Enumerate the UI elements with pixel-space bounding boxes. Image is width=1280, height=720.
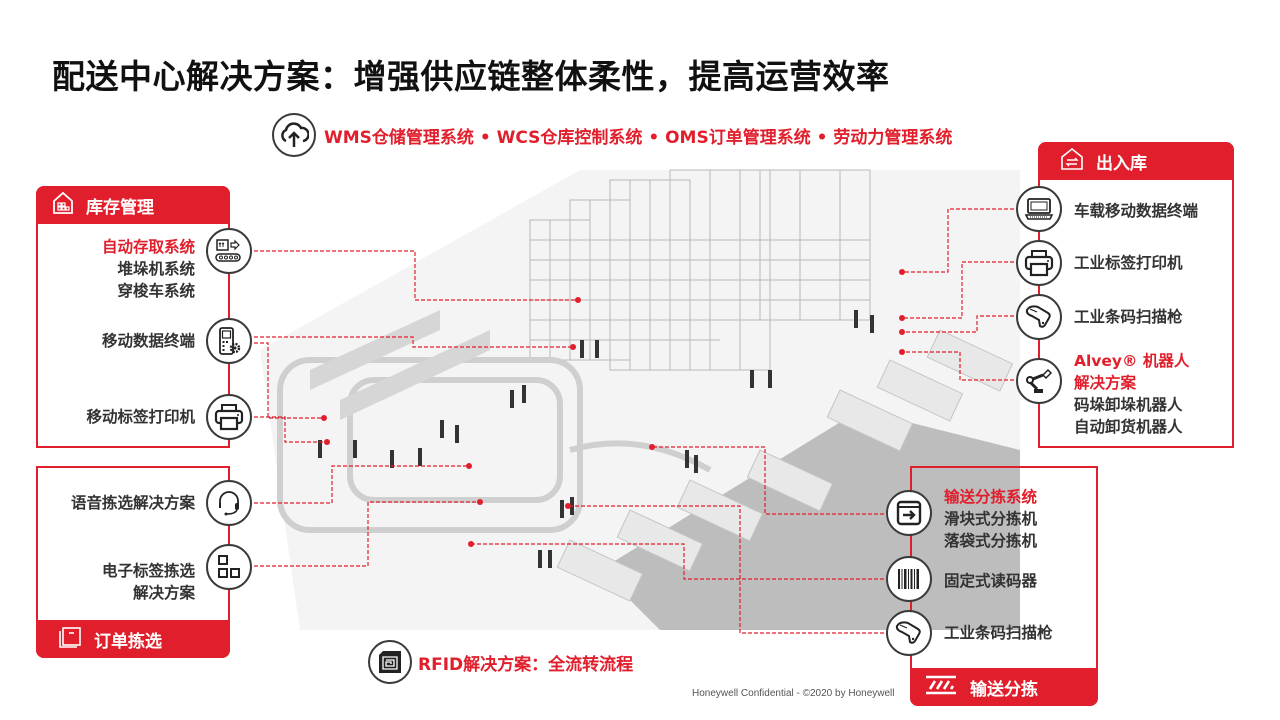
conveyor-scanner-icon[interactable] xyxy=(886,610,932,656)
voice-picking-item-text: 语音拣选解决方案 xyxy=(70,494,195,512)
order-picking-footer: 订单拣选 xyxy=(36,620,230,658)
rfid-text: RFID解决方案：全流转流程 xyxy=(418,654,634,675)
industrial-printer-item-text: 工业标签打印机 xyxy=(1074,254,1183,272)
page-title: 配送中心解决方案：增强供应链整体柔性，提高运营效率 xyxy=(52,57,890,96)
order-picking-title: 订单拣选 xyxy=(94,631,162,652)
warehouse-icon xyxy=(52,191,74,220)
mobile-label-printer-item-text: 移动标签打印机 xyxy=(86,408,195,426)
sortation-system-item-text: 输送分拣系统 滑块式分拣机 落袋式分拣机 xyxy=(944,488,1038,550)
confidential-notice: Honeywell Confidential - ©2020 by Honeyw… xyxy=(692,688,895,699)
rfid-tag-icon xyxy=(368,640,412,684)
asrs-conveyor-icon[interactable] xyxy=(206,228,252,274)
conveyor-scanner-item-text: 工业条码扫描枪 xyxy=(944,624,1053,642)
systems-banner: WMS仓储管理系统 • WCS仓库控制系统 • OMS订单管理系统 • 劳动力管… xyxy=(272,113,953,157)
barcode-scanner-icon[interactable] xyxy=(1016,294,1062,340)
robot-arm-icon[interactable] xyxy=(1016,358,1062,404)
industrial-printer-icon[interactable] xyxy=(1016,240,1062,286)
inventory-management-header: 库存管理 xyxy=(36,186,230,224)
conveyor-sortation-footer: 输送分拣 xyxy=(910,668,1098,706)
vehicle-terminal-item-text: 车载移动数据终端 xyxy=(1074,202,1199,220)
headset-icon[interactable] xyxy=(206,480,252,526)
sorter-arrow-icon[interactable] xyxy=(886,490,932,536)
conveyor-sortation-title: 输送分拣 xyxy=(970,679,1038,700)
fixed-reader-item-text: 固定式读码器 xyxy=(944,572,1038,590)
mobile-computer-item-text: 移动数据终端 xyxy=(101,332,195,350)
vehicle-terminal-icon[interactable] xyxy=(1016,186,1062,232)
printer-icon[interactable] xyxy=(206,394,252,440)
industrial-scanner-item-text: 工业条码扫描枪 xyxy=(1074,308,1183,326)
systems-list-text: WMS仓储管理系统 • WCS仓库控制系统 • OMS订单管理系统 • 劳动力管… xyxy=(324,127,953,148)
rfid-banner: RFID解决方案：全流转流程 xyxy=(368,640,633,684)
alvey-robot-item-text: Alvey® 机器人 解决方案 码垛卸垛机器人 自动卸货机器人 xyxy=(1074,352,1190,436)
box-icon xyxy=(58,625,82,654)
conveyor-lines-icon xyxy=(924,674,958,701)
mobile-computer-icon[interactable] xyxy=(206,318,252,364)
cloud-upload-icon xyxy=(272,113,316,157)
shelving-rows xyxy=(310,310,490,420)
inbound-outbound-header: 出入库 xyxy=(1038,142,1234,180)
barcode-icon[interactable] xyxy=(886,556,932,602)
inbound-outbound-title: 出入库 xyxy=(1096,153,1147,174)
house-exchange-icon xyxy=(1060,147,1084,176)
pick-to-light-icon[interactable] xyxy=(206,544,252,590)
asrs-item-text: 自动存取系统 堆垛机系统 穿梭车系统 xyxy=(101,238,195,300)
pick-to-light-item-text: 电子标签拣选 解决方案 xyxy=(101,562,195,602)
inventory-management-title: 库存管理 xyxy=(86,197,154,218)
